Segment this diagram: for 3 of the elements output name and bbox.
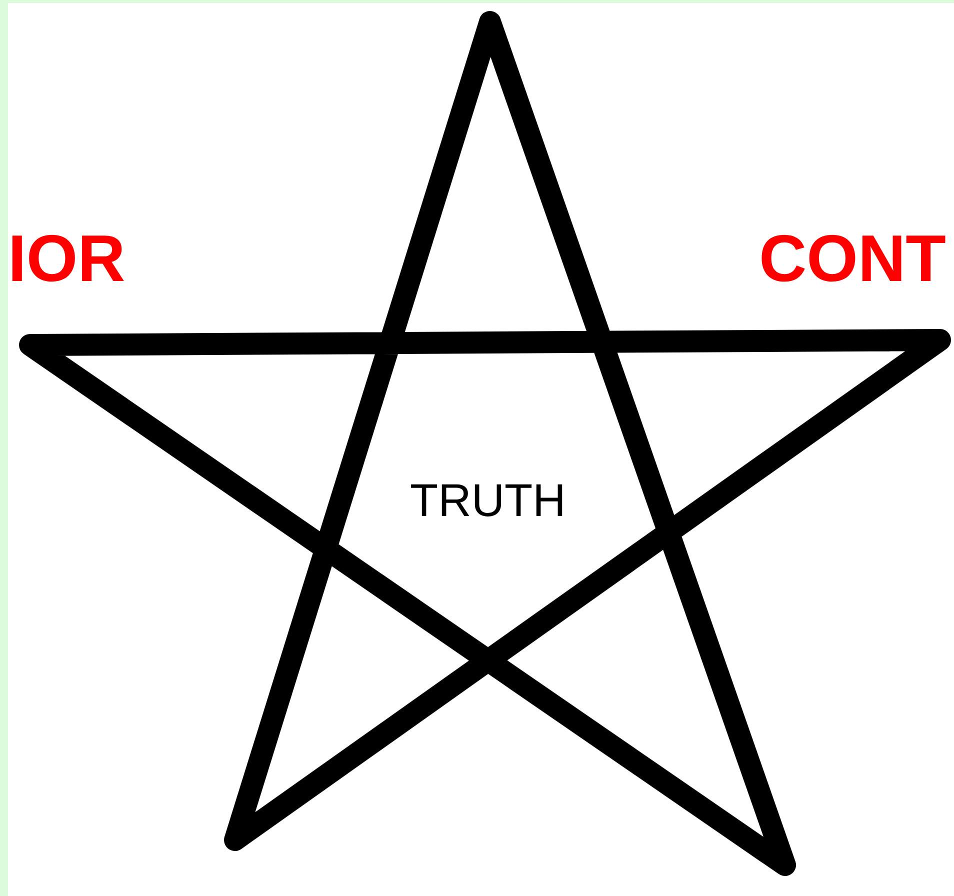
side-label: CONT (759, 225, 946, 291)
node-text: TRUTH (410, 473, 566, 527)
side-label: IOR (8, 225, 126, 291)
